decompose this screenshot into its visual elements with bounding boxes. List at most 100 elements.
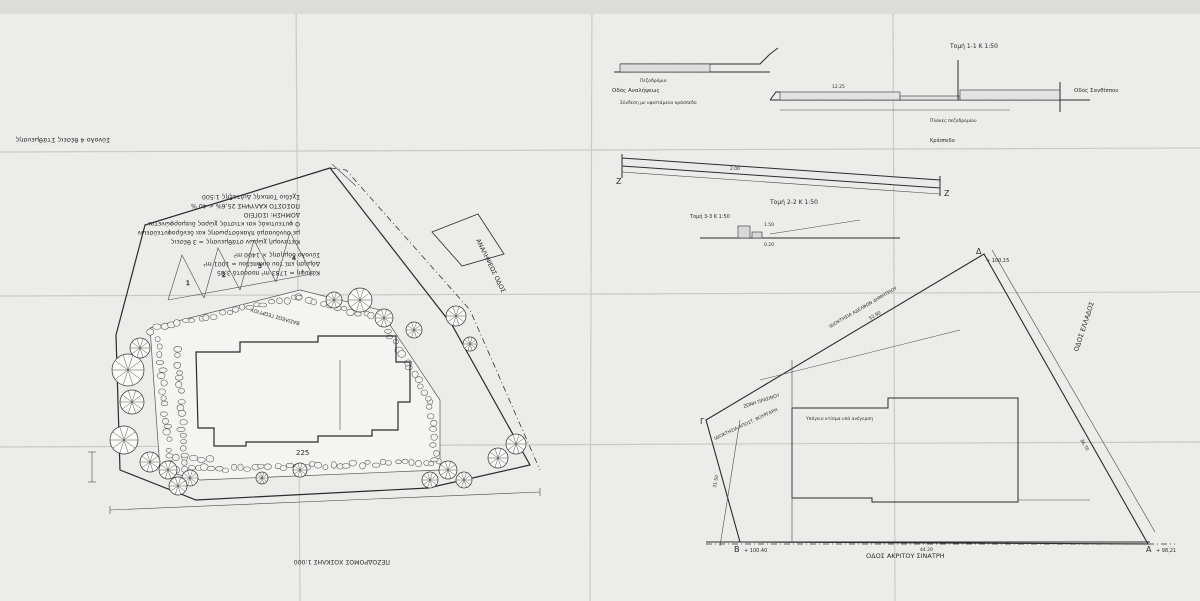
site-plan-notes: Σχέδιο Τοπικής Διάταξης 1:500 ΠΟΣΟΣΤΟ ΚΑ…: [137, 193, 320, 277]
paving-stone: [219, 309, 227, 316]
paving-stone: [310, 298, 317, 306]
paving-stone: [415, 460, 422, 468]
paving-stone: [237, 463, 244, 471]
paving-stone: [159, 411, 168, 417]
street-bottom: ΟΔΟΣ ΑΚΡΙΤΟΥ ΣΙΝΑΤΡΗ: [866, 552, 945, 560]
paving-stone: [188, 318, 196, 323]
paving-stone: [285, 462, 294, 468]
section-1-curb-note: Σύνδεση με υφιστάμενο κράσπεδο: [620, 99, 697, 106]
tree-symbol: [421, 471, 439, 489]
tree-symbol: [119, 389, 145, 415]
paving-stone: [206, 465, 216, 472]
section-1-left: Οδός Αναλήψεως Πεζοδρόμιο Σύνδεση με υφι…: [612, 47, 779, 106]
survey-setback-top: [759, 329, 961, 381]
paving-stone: [420, 389, 429, 396]
paving-stone: [172, 453, 180, 462]
paving-stone: [175, 381, 183, 389]
note-line-4: Ο φυτευτικός και κτιστός χώρος διαμορφών…: [148, 220, 300, 228]
note-line-6: Κατανομή χώρων στάθμευσης = 3 θέσεις: [170, 238, 300, 246]
corner-b: Β: [734, 545, 740, 554]
site-dimension-lines: [88, 163, 541, 514]
note-line-5: με συνδυασμό πλακόστρωσης και δενδροφυτε…: [137, 229, 300, 237]
paving-stone: [314, 461, 323, 469]
section-dim-4: 0.20: [764, 242, 774, 248]
paving-stone: [354, 311, 362, 317]
paving-stone: [163, 423, 173, 429]
road-label-bottom: ΠΕΖΟΔΡΟΜΟΣ ΧΟΣΚΛΗΣ 1:000: [294, 558, 390, 565]
corner-g: Γ: [700, 417, 705, 426]
paving-stone: [156, 372, 166, 379]
paving-stone: [320, 301, 328, 307]
paving-stone: [385, 460, 392, 466]
tree-symbol: [445, 305, 467, 327]
paving-stone: [295, 294, 303, 300]
corner-d-elev: + 100,15: [986, 258, 1009, 264]
paving-stone: [417, 383, 424, 390]
paving-stone: [263, 463, 272, 470]
paving-stone: [156, 343, 163, 350]
paving-stone: [243, 466, 251, 472]
svg-text:3: 3: [258, 263, 262, 270]
section-note-c: Πλάκες πεζοδρομίου: [930, 117, 977, 124]
corner-a: Α: [1146, 545, 1152, 554]
building-footprint: [195, 335, 411, 447]
tree-symbol: [455, 471, 473, 489]
paving-stone: [279, 465, 287, 471]
section-dim-2: 2.00: [730, 166, 740, 172]
note-line-7: Σύνολο δόμησης × 1400 m²: [233, 251, 320, 259]
parking-bays: 1 2 3 4: [167, 231, 313, 301]
right-street-edge: [991, 249, 1156, 533]
paving-stone: [341, 463, 351, 469]
tree-symbol: [139, 451, 161, 473]
paving-stone: [379, 458, 387, 465]
survey-dim-left: [719, 419, 741, 547]
section-2-mark-left: Ζ: [616, 177, 622, 186]
paving-stone: [276, 297, 283, 304]
paving-stone: [372, 462, 381, 468]
paving-stone: [430, 419, 438, 427]
paving-stone: [177, 399, 186, 405]
paving-stone: [364, 460, 371, 465]
paving-stone: [322, 464, 329, 470]
paving-stone: [205, 455, 215, 463]
paving-stone: [425, 395, 432, 402]
paving-stone: [165, 448, 172, 453]
paving-stone: [359, 462, 366, 470]
corner-d: Δ: [976, 247, 982, 256]
paving-stone: [367, 311, 375, 320]
section-2-mark-right: Ζ: [944, 189, 950, 198]
section-1-curb: Κράσπεδο: [930, 137, 955, 144]
paving-stone: [156, 351, 163, 358]
section-2-title: Τομή 2-2 Κ 1:50: [769, 199, 818, 206]
paving-stone: [175, 374, 184, 381]
note-line-1: Σχέδιο Τοπικής Διάταξης 1:500: [202, 193, 300, 201]
survey-lot-boundary: [705, 253, 1149, 545]
tree-symbol: [255, 471, 269, 485]
paving-stone: [180, 445, 187, 452]
paving-stone: [174, 352, 181, 358]
paving-stone: [160, 395, 167, 402]
top-edge-shadow: [0, 0, 1200, 14]
paving-stone: [428, 426, 438, 432]
paving-stones: [146, 293, 442, 474]
paving-stone: [384, 328, 392, 334]
tree-symbol: [462, 336, 478, 352]
tree-symbol: [374, 308, 394, 328]
paving-stone: [397, 350, 406, 358]
section-3-title: Τομή 3-3 Κ 1:50: [689, 213, 730, 220]
tree-symbol: [487, 447, 509, 469]
area-label: 225: [296, 449, 309, 457]
paving-stone: [188, 465, 196, 471]
trees: [109, 287, 527, 496]
paving-stone: [433, 450, 440, 457]
tree-symbol: [505, 433, 527, 455]
paving-stone: [427, 413, 435, 420]
paving-stone: [346, 308, 355, 316]
cross-sections: Οδός Αναλήψεως Πεζοδρόμιο Σύνδεση με υφι…: [612, 43, 1119, 248]
paving-stone: [178, 388, 185, 394]
corner-a-elev: + 98,21: [1156, 548, 1176, 554]
paving-stone: [283, 297, 291, 305]
section-dim-1: 12.25: [832, 84, 845, 90]
paving-stone: [430, 433, 438, 441]
paving-stone: [160, 379, 168, 387]
